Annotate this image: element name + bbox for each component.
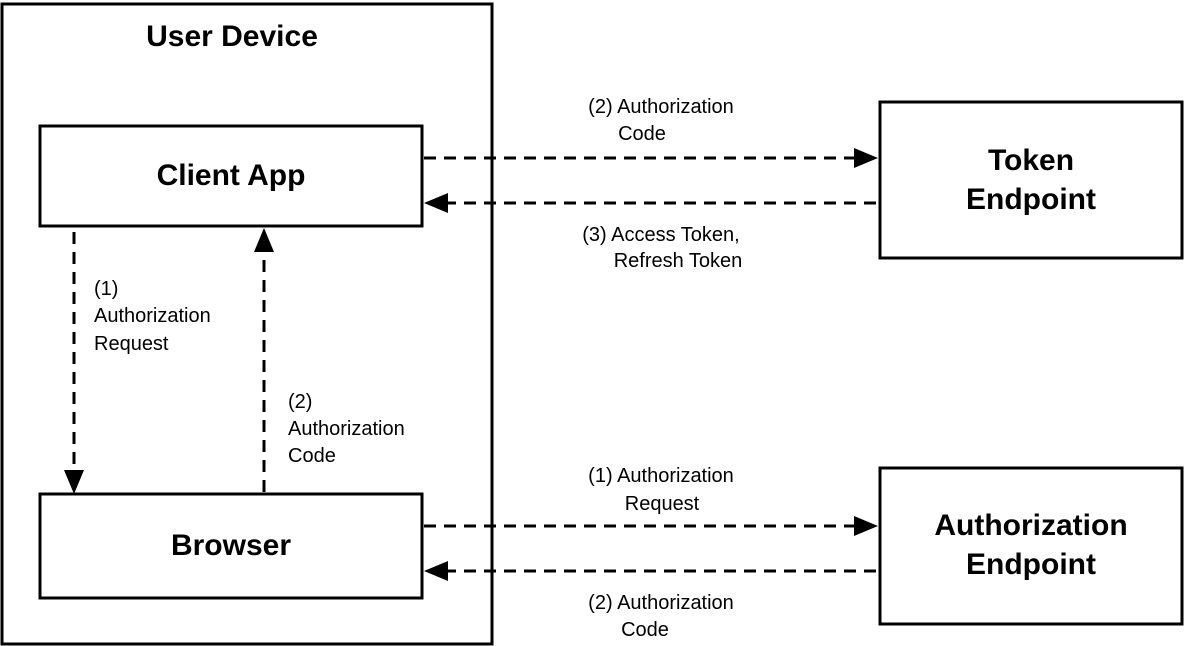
label-token-to-client-2: Refresh Token <box>614 250 743 272</box>
label-auth-to-browser-2: Code <box>621 619 669 641</box>
authorization-endpoint-line1: Authorization <box>934 509 1127 542</box>
label-client-to-browser-2: Authorization <box>94 305 211 327</box>
authorization-endpoint-box <box>878 466 1184 626</box>
token-endpoint-line1: Token <box>988 144 1074 177</box>
arrowhead-right-icon <box>854 148 878 168</box>
arrowhead-down-icon <box>64 470 84 494</box>
label-client-to-token-1: (2) Authorization <box>588 96 734 118</box>
arrowhead-left-icon <box>424 561 448 581</box>
label-browser-to-client-1: (2) <box>288 391 312 413</box>
arrowhead-right-icon <box>854 516 878 536</box>
token-endpoint-box <box>878 100 1184 260</box>
label-browser-to-client-3: Code <box>288 445 336 467</box>
client-app-label: Client App <box>157 159 306 192</box>
label-client-to-token-2: Code <box>618 123 666 145</box>
arrowhead-left-icon <box>424 193 448 213</box>
label-browser-to-auth-2: Request <box>625 493 700 515</box>
label-client-to-browser-1: (1) <box>94 278 118 300</box>
token-endpoint-line2: Endpoint <box>966 183 1096 216</box>
label-browser-to-auth-1: (1) Authorization <box>588 465 734 487</box>
label-token-to-client-1: (3) Access Token, <box>582 224 739 246</box>
browser-label: Browser <box>171 529 291 562</box>
label-browser-to-client-2: Authorization <box>288 418 405 440</box>
label-client-to-browser-3: Request <box>94 333 169 355</box>
arrowhead-up-icon <box>254 228 274 252</box>
user-device-title: User Device <box>146 20 318 53</box>
client-app-box <box>38 124 424 228</box>
label-auth-to-browser-1: (2) Authorization <box>588 592 734 614</box>
browser-box <box>38 492 424 600</box>
authorization-endpoint-line2: Endpoint <box>966 548 1096 581</box>
